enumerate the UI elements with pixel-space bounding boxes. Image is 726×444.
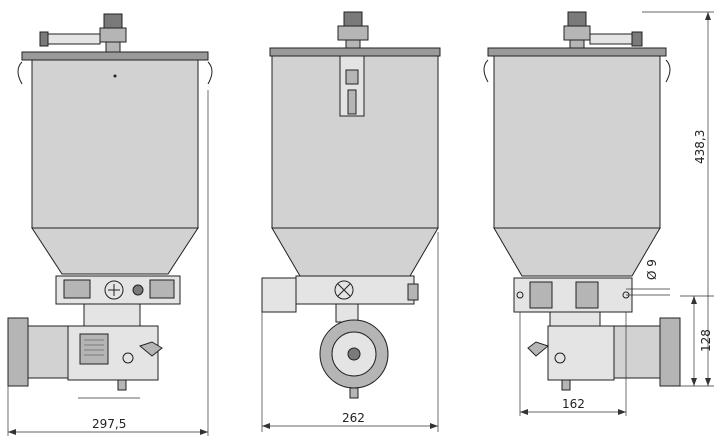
front-base-slot-right [149,279,175,299]
side-valve-body [337,25,369,41]
side-base-block [295,275,415,305]
front-plug [122,352,134,364]
side-cone [271,227,439,277]
front-nameplate [79,333,109,365]
rear-base-slot-2 [575,281,599,309]
rear-outlet [527,341,550,357]
side-latch-block [345,69,359,85]
front-cone [31,227,199,275]
rear-valve-knob [631,31,643,47]
side-view: 262 [261,11,441,432]
front-valve-body [99,27,127,43]
rear-base-slot-1 [529,281,553,309]
rear-hole-left [516,291,524,299]
rear-lid [487,47,667,57]
side-pump-hub [347,347,361,361]
dim-height-lower: 128 [699,329,713,352]
front-handles [17,61,213,85]
front-outlet [138,341,163,357]
rear-valve-head [567,11,587,27]
dim-hole-diameter: Ø 9 [645,259,659,280]
front-motor-flange [7,317,29,387]
dim-width-rear: 162 [562,397,585,411]
front-valve-arm [45,33,101,45]
side-drain [349,387,359,399]
side-latch-lever [347,89,357,115]
rear-pump-neck [549,311,601,327]
rear-container [493,55,661,229]
side-fitting [407,283,419,301]
front-valve-neck [105,41,121,53]
rear-valve-body [563,25,591,41]
rear-motor-flange [659,317,681,387]
rear-cone [493,227,661,277]
front-valve-knob [39,31,49,47]
side-lid [269,47,441,57]
front-motor-body [27,325,69,379]
dim-height-total: 438,3 [693,130,707,164]
side-valve-head [343,11,363,27]
front-view: 297,5 [7,13,213,436]
front-lid [21,51,209,61]
front-marker-dot [113,74,117,78]
rear-drain [561,379,571,391]
rear-handles [483,59,671,83]
rear-valve-arm [589,33,635,45]
dim-width-front: 297,5 [92,417,126,431]
front-valve-head [103,13,123,29]
side-motor [261,277,297,313]
side-pump-neck [335,303,359,323]
front-drain [117,379,127,391]
front-container [31,59,199,229]
rear-view: 162 438,3 128 Ø 9 [483,11,714,416]
front-base-slot-left [63,279,91,299]
front-fitting [132,284,144,296]
dim-width-side: 262 [342,411,365,425]
rear-plug [554,352,566,364]
front-pump-neck [83,303,141,327]
rear-motor-body [613,325,661,379]
